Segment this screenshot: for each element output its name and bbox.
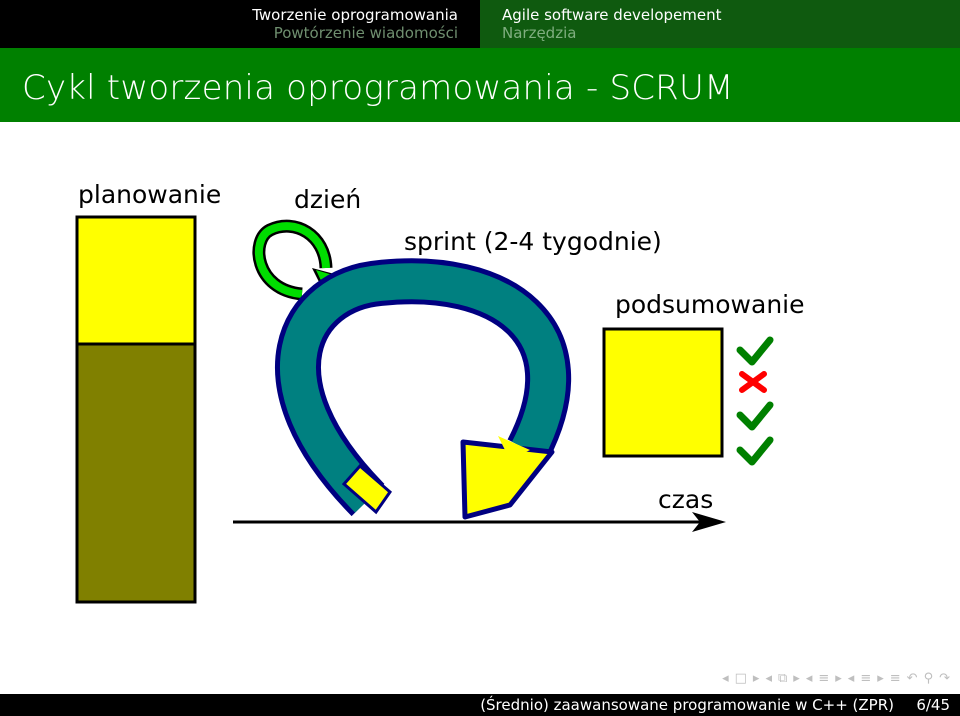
redo-icon[interactable]: ↷ (939, 670, 950, 686)
header-navigation: Tworzenie oprogramowania Powtórzenie wia… (0, 0, 960, 48)
time-axis-arrow (233, 512, 726, 532)
align-icon[interactable]: ≡ (889, 670, 901, 686)
next-frame-icon[interactable]: ▸ (752, 670, 760, 686)
nav-subsection-link[interactable]: Narzędzia (502, 24, 577, 42)
section-icon[interactable]: ≡ (818, 670, 830, 686)
prev-section-icon[interactable]: ◂ (847, 670, 855, 686)
subsection-icon[interactable]: ⧉ (777, 670, 788, 686)
next-subsection-icon[interactable]: ▸ (793, 670, 800, 686)
beamer-navigation-symbols: ◂ □ ▸ ◂ ⧉ ▸ ◂ ≡ ▸ ◂ ≡ ▸ ≡ ↶ ⚲ ↷ (722, 667, 950, 689)
review-check-icon (736, 336, 774, 366)
prev-subsection-icon[interactable]: ◂ (765, 670, 772, 686)
header-left-panel: Tworzenie oprogramowania Powtórzenie wia… (0, 0, 480, 48)
prev-frame-icon[interactable]: ◂ (722, 670, 729, 686)
sprint-label: sprint (2-4 tygodnie) (404, 227, 662, 256)
review-check-icon (736, 401, 774, 431)
undo-icon[interactable]: ↶ (906, 670, 918, 686)
planning-label: planowanie (78, 180, 221, 209)
search-icon[interactable]: ⚲ (923, 670, 934, 686)
time-label: czas (658, 485, 713, 514)
frame-title: Cykl tworzenia oprogramowania - SCRUM (22, 68, 734, 108)
planning-backlog-bottom (75, 342, 197, 604)
nav-section-link[interactable]: Tworzenie oprogramowania (252, 6, 458, 24)
day-label: dzień (294, 185, 361, 214)
section-icon[interactable]: ≡ (860, 670, 872, 686)
footer-bar: (Średnio) zaawansowane programowanie w C… (0, 694, 960, 716)
next-section-icon[interactable]: ▸ (877, 670, 884, 686)
scrum-diagram-canvas: planowanie dzień sprint (2-4 tygodnie) p… (75, 180, 805, 604)
header-right-panel: Agile software developement Narzędzia (480, 0, 960, 48)
nav-subsection-link[interactable]: Powtórzenie wiadomości (273, 24, 458, 42)
review-cross-icon (739, 371, 767, 393)
page-number: 6/45 (916, 696, 950, 714)
review-check-icon (736, 436, 774, 466)
review-label: podsumowanie (615, 290, 805, 319)
nav-section-link[interactable]: Agile software developement (502, 6, 722, 24)
scrum-diagram: planowanie dzień sprint (2-4 tygodnie) p… (0, 122, 960, 662)
next-section-icon[interactable]: ▸ (835, 670, 842, 686)
sprint-cycle-arrow (275, 258, 571, 520)
planning-backlog-top (75, 215, 197, 346)
footer-title: (Średnio) zaawansowane programowanie w C… (480, 696, 894, 714)
frame-title-bar: Cykl tworzenia oprogramowania - SCRUM (0, 48, 960, 122)
review-box (602, 327, 724, 458)
frame-icon[interactable]: □ (734, 670, 747, 686)
prev-section-icon[interactable]: ◂ (805, 670, 813, 686)
